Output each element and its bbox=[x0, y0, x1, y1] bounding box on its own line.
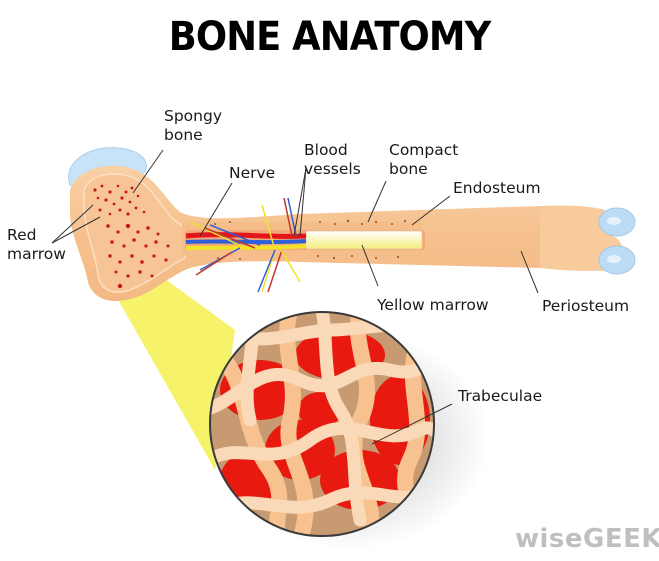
red-marrow-dots bbox=[93, 184, 170, 289]
magnify-beam bbox=[108, 268, 235, 470]
label-yellow-marrow: Yellow marrow bbox=[377, 296, 489, 314]
magnifier-circle bbox=[209, 311, 435, 537]
spongy-bone-region bbox=[83, 173, 186, 293]
label-spongy-bone: Spongy bone bbox=[164, 107, 222, 144]
trabeculae-magnified bbox=[210, 312, 434, 536]
label-periosteum: Periosteum bbox=[542, 297, 630, 315]
watermark-logo: wiseGEEK bbox=[515, 524, 659, 554]
label-trabeculae: Trabeculae bbox=[458, 387, 543, 405]
label-nerve: Nerve bbox=[229, 164, 276, 182]
label-endosteum: Endosteum bbox=[453, 179, 541, 197]
yellow-marrow-tube bbox=[305, 230, 423, 250]
label-compact-bone: Compact bone bbox=[389, 141, 459, 178]
diagram-title: BONE ANATOMY bbox=[168, 14, 492, 60]
label-blood-vessels: Blood vessels bbox=[304, 141, 361, 178]
leader-lines bbox=[51, 149, 539, 445]
label-red-marrow: Red marrow bbox=[7, 226, 66, 263]
